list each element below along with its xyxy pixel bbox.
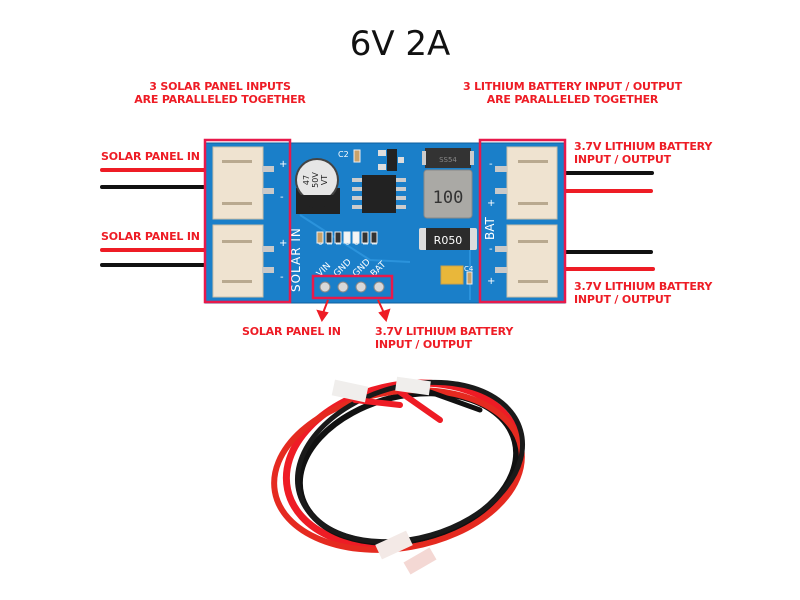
solar-minus-2: - — [280, 272, 284, 283]
electrolytic-capacitor: 47 50V VT — [295, 158, 340, 214]
bat-minus-1: - — [489, 159, 493, 170]
solar-plus-2: + — [279, 238, 287, 249]
battery-io-label-2: 3.7V LITHIUM BATTERY INPUT / OUTPUT — [574, 280, 712, 306]
bat-plus-2: + — [487, 276, 495, 287]
header-solar-label: SOLAR PANEL IN — [242, 325, 341, 338]
solar-group-note-line2: ARE PARALLELED TOGETHER — [134, 93, 306, 106]
bat-plus-1: + — [487, 198, 495, 209]
bat-silkscreen: BAT — [483, 216, 497, 240]
c2-capacitor — [353, 149, 361, 163]
cap-series: VT — [320, 175, 329, 185]
solar-wires — [100, 168, 212, 267]
solar-in-silkscreen: SOLAR IN — [289, 227, 303, 292]
inductor: 100 — [423, 169, 473, 219]
sense-resistor: R050 — [419, 228, 477, 250]
cable-connector-4 — [403, 547, 437, 575]
tantalum-capacitor — [440, 265, 464, 285]
charger-ic — [352, 175, 406, 213]
header-pins — [319, 281, 385, 293]
battery-group-note: 3 LITHIUM BATTERY INPUT / OUTPUT ARE PAR… — [455, 80, 690, 106]
header-highlight — [311, 274, 394, 300]
header-battery-label: 3.7V LITHIUM BATTERY INPUT / OUTPUT — [375, 325, 513, 351]
pcb-board: + - + - SOLAR IN 47 50V VT C2 — [204, 142, 566, 304]
solar-minus-1: - — [280, 192, 284, 203]
battery-io-label-1-line2: INPUT / OUTPUT — [574, 153, 671, 166]
solar-in-label-2: SOLAR PANEL IN — [101, 230, 200, 243]
arrow-down-right-icon — [378, 308, 391, 323]
battery-io-label-2-line1: 3.7V LITHIUM BATTERY — [574, 280, 713, 293]
inductor-marking: 100 — [433, 188, 464, 208]
battery-io-label-1-line1: 3.7V LITHIUM BATTERY — [574, 140, 713, 153]
solar-plus-1: + — [279, 159, 287, 170]
cable-connector-1 — [331, 379, 369, 403]
diode-marking: SS54 — [439, 156, 457, 164]
sot-transistor — [387, 149, 397, 171]
cable-connector-3 — [375, 530, 413, 560]
battery-connector-2 — [495, 224, 558, 298]
bat-minus-2: - — [489, 244, 493, 255]
page-title: 6V 2A — [349, 24, 451, 64]
arrow-down-left-icon — [316, 309, 329, 323]
battery-wires — [558, 171, 655, 271]
header-battery-label-line2: INPUT / OUTPUT — [375, 338, 472, 351]
battery-connector-1 — [495, 146, 558, 220]
header-battery-label-line1: 3.7V LITHIUM BATTERY — [375, 325, 514, 338]
schottky-diode: SS54 — [422, 148, 474, 168]
cap-value: 47 — [302, 175, 311, 185]
battery-group-note-line2: ARE PARALLELED TOGETHER — [486, 93, 659, 106]
battery-io-highlight — [478, 138, 567, 304]
jst-cable-photo — [271, 376, 526, 575]
smd-parts — [316, 231, 378, 244]
battery-io-label-1: 3.7V LITHIUM BATTERY INPUT / OUTPUT — [574, 140, 712, 166]
c4-label: C4 — [464, 265, 474, 273]
cable-connector-2 — [395, 376, 431, 396]
battery-io-label-2-line2: INPUT / OUTPUT — [574, 293, 671, 306]
cap-voltage: 50V — [311, 172, 320, 188]
solar-in-label-1: SOLAR PANEL IN — [101, 150, 200, 163]
battery-group-note-line1: 3 LITHIUM BATTERY INPUT / OUTPUT — [463, 80, 682, 93]
c2-label: C2 — [338, 150, 349, 159]
solar-connector-1 — [212, 146, 274, 220]
solar-group-note-line1: 3 SOLAR PANEL INPUTS — [149, 80, 291, 93]
resistor-marking: R050 — [434, 234, 463, 247]
solar-group-note: 3 SOLAR PANEL INPUTS ARE PARALLELED TOGE… — [110, 80, 330, 106]
solar-connector-2 — [212, 224, 274, 298]
solar-inputs-highlight — [203, 138, 292, 304]
arrows — [316, 299, 391, 323]
